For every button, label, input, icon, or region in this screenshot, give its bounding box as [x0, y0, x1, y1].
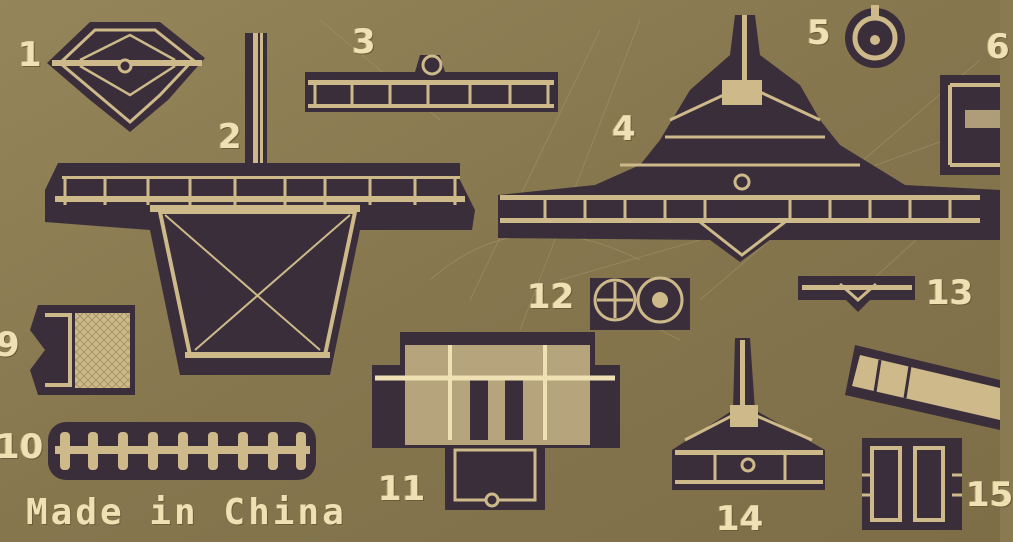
part-number-13: 13: [926, 273, 974, 313]
part-number-1: 1: [18, 35, 42, 75]
part-3: [305, 54, 558, 112]
part-9: [30, 305, 135, 395]
made-in-china-text: Made in China: [26, 492, 347, 533]
part-4: [498, 15, 1000, 262]
part-number-11: 11: [378, 469, 426, 509]
part-2: [45, 33, 475, 375]
part-1: [47, 22, 205, 132]
part-14: [672, 338, 825, 490]
part-number-4: 4: [612, 109, 636, 149]
part-6: [940, 75, 1000, 175]
part-number-3: 3: [352, 22, 376, 62]
part-number-2: 2: [218, 117, 242, 157]
part-number-10: 10: [0, 427, 44, 467]
part-15: [845, 345, 1000, 530]
part-13: [798, 276, 915, 312]
part-number-15: 15: [966, 475, 1013, 515]
part-number-12: 12: [527, 277, 575, 317]
part-10: [48, 422, 316, 480]
part-number-9: 9: [0, 325, 20, 365]
part-11: [372, 332, 620, 510]
part-number-14: 14: [716, 499, 764, 539]
part-number-5: 5: [807, 13, 831, 53]
part-12: [590, 276, 690, 330]
part-number-6: 6: [986, 27, 1010, 67]
part-5: [845, 5, 905, 68]
